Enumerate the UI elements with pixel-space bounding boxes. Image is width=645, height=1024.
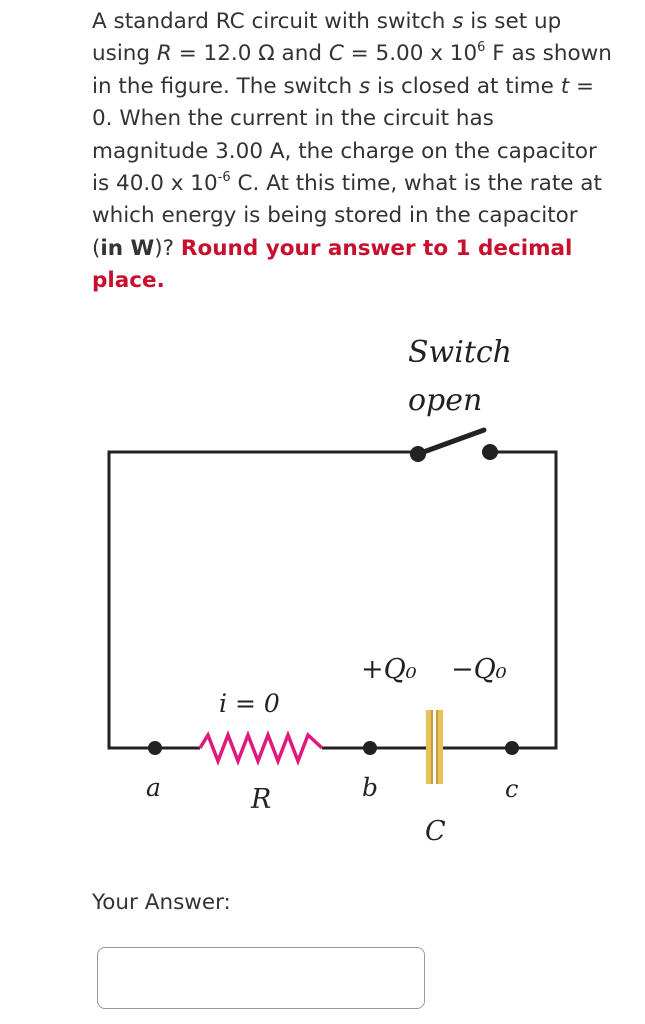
answer-label: Your Answer:	[92, 890, 231, 915]
charge-minus-label: −Q₀	[451, 654, 507, 685]
switch-label: Switch	[408, 335, 512, 370]
circuit-wires	[107, 450, 558, 750]
node-b-dot	[363, 741, 377, 755]
node-c-label: c	[505, 775, 518, 803]
capacitor-label: C	[425, 816, 446, 847]
resistor-zigzag	[198, 730, 324, 766]
node-c-dot	[505, 741, 519, 755]
capacitor	[426, 710, 443, 784]
round-instruction: Round your answer to 1 decimal place.	[92, 235, 573, 294]
node-a-label: a	[146, 773, 161, 802]
rc-circuit-diagram: Switch open +Q₀ −Q₀ i = 0 a R b c C	[107, 335, 558, 847]
charge-plus-label: +Q₀	[361, 654, 417, 685]
open-label: open	[408, 383, 482, 418]
switch-open	[410, 427, 498, 462]
resistor-label: R	[250, 784, 271, 815]
node-a-dot	[148, 741, 162, 755]
question-text: A standard RC circuit with switch s is s…	[92, 9, 612, 294]
answer-input[interactable]	[97, 947, 425, 1009]
node-b-label: b	[362, 773, 378, 802]
current-label: i = 0	[219, 689, 280, 718]
